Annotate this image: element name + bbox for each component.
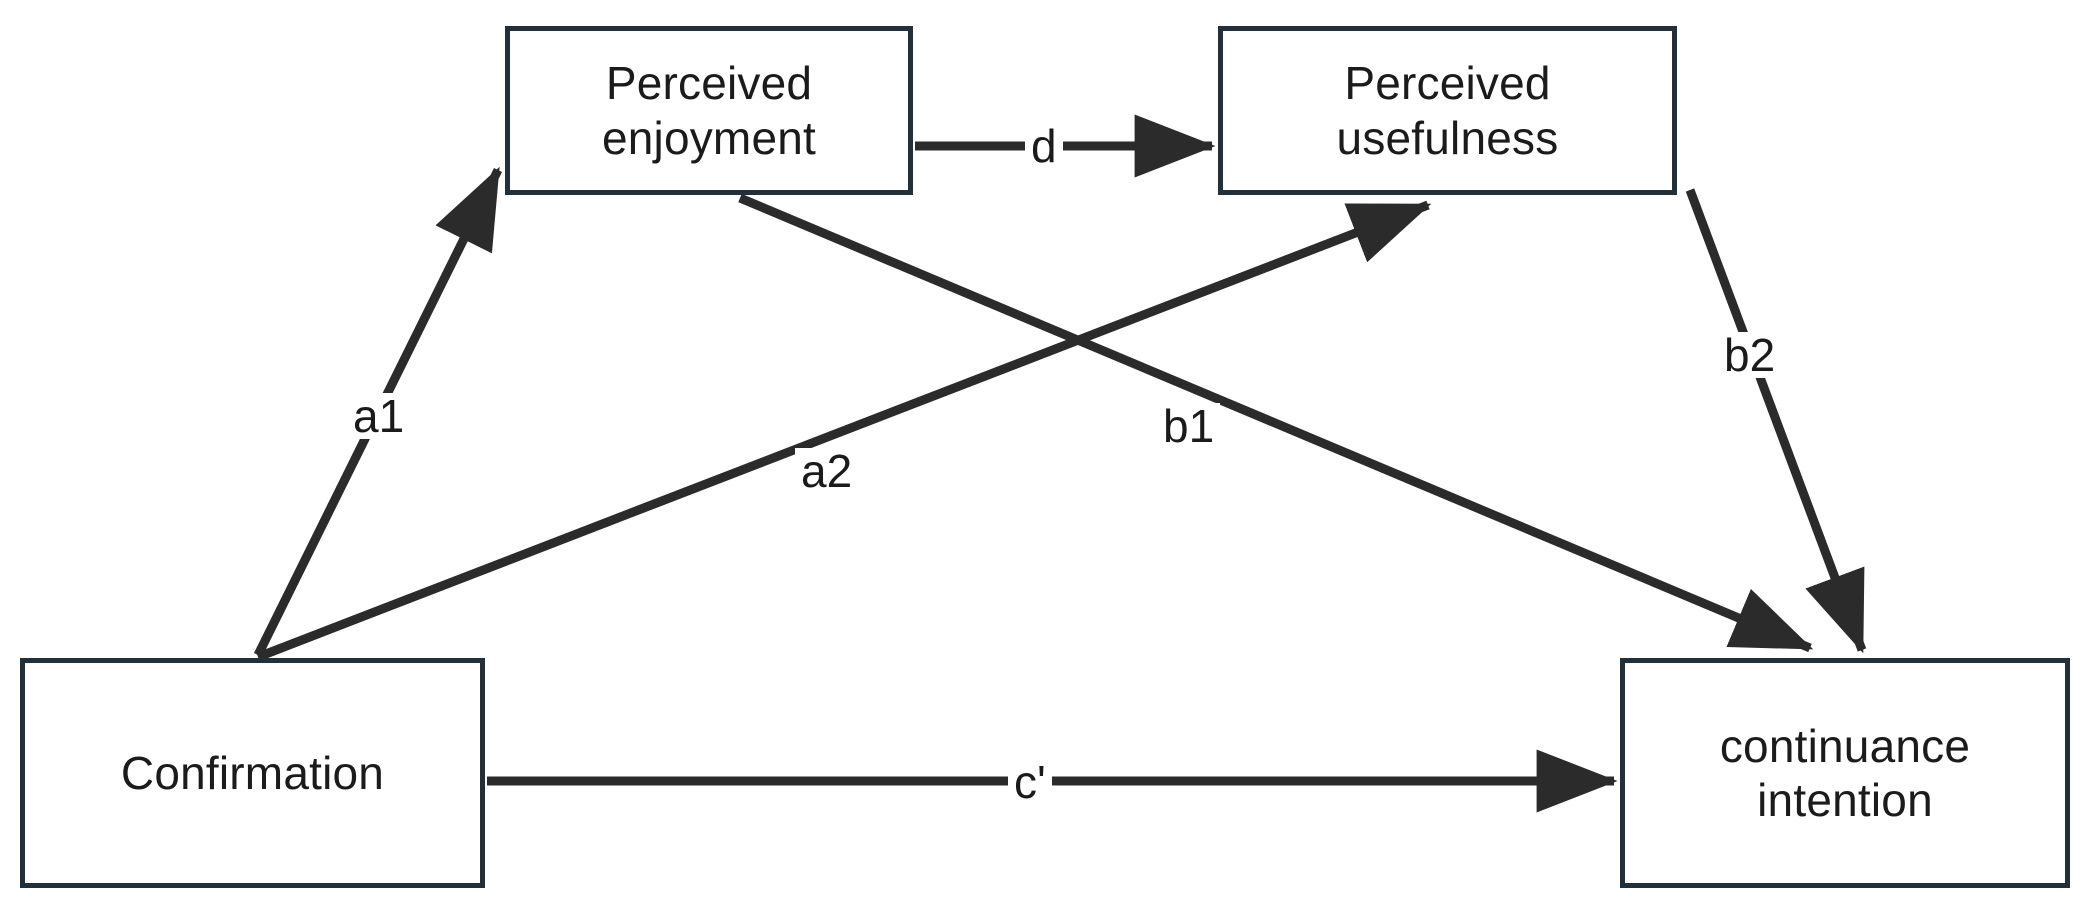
node-confirmation[interactable]: Confirmation (20, 658, 485, 888)
edge-label-a2: a2 (795, 448, 859, 494)
edge-label-a1: a1 (347, 393, 411, 439)
edge-a2-line (256, 200, 1432, 662)
edge-b2-line (1685, 188, 1867, 654)
edge-label-c-prime: c' (1008, 759, 1052, 805)
edge-label-b1: b1 (1157, 403, 1221, 449)
edge-b1-line (738, 193, 1814, 653)
edge-label-b2: b2 (1718, 332, 1782, 378)
node-confirmation-label: Confirmation (120, 746, 385, 799)
edge-label-d: d (1025, 123, 1063, 169)
node-perceived-usefulness[interactable]: Perceived usefulness (1218, 26, 1677, 195)
node-perceived-enjoyment[interactable]: Perceived enjoyment (505, 26, 913, 195)
node-perceived-enjoyment-label: Perceived enjoyment (601, 57, 817, 164)
node-continuance-intention-label: continuance intention (1719, 719, 1971, 826)
node-continuance-intention[interactable]: continuance intention (1620, 658, 2070, 888)
node-perceived-usefulness-label: Perceived usefulness (1336, 57, 1559, 164)
